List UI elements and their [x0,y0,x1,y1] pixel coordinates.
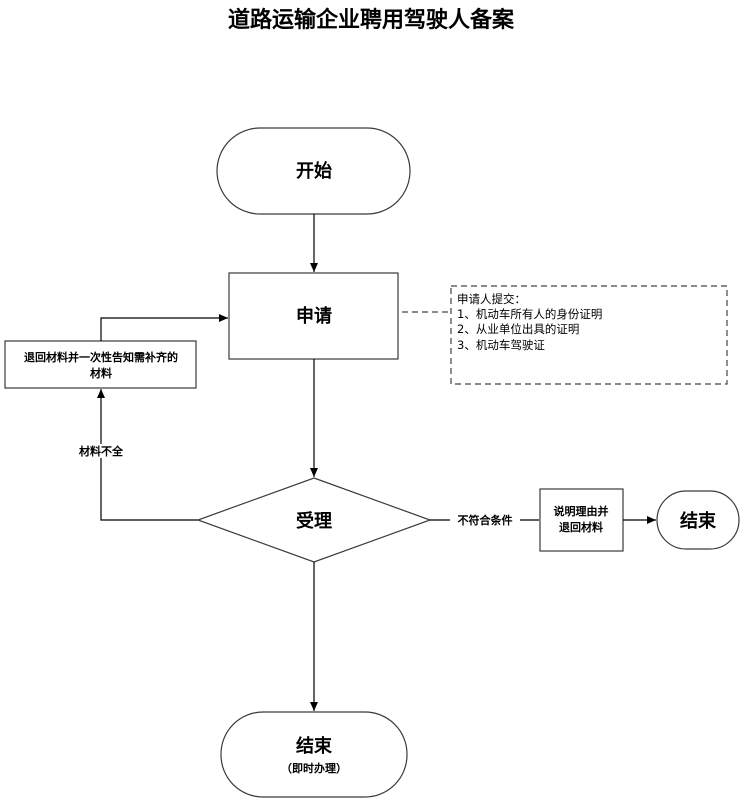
start-node: 开始 [216,127,411,215]
note-heading: 申请人提交： [457,292,526,306]
end-final-shape [220,711,408,798]
end-final-label: 结束 [296,735,333,757]
start-label: 开始 [296,160,332,182]
edge-accept-to-return [97,389,198,521]
explain-return-line1: 说明理由并 [554,504,609,518]
requirements-note: 申请人提交： 1、机动车所有人的身份证明 2、从业单位出具的证明 3、机动车驾驶… [450,285,728,385]
explain-return-node: 说明理由并 退回材料 [539,488,624,552]
note-item: 1、机动车所有人的身份证明 [457,307,602,321]
end-final-node: 结束 （即时办理） [220,711,408,798]
edge-label-incomplete: 材料不全 [79,444,124,458]
return-materials-line1: 退回材料并一次性告知需补齐的 [24,350,178,364]
end-reject-node: 结束 [656,490,740,550]
edge-label-bg [450,512,520,527]
edge-label-not-qualified: 不符合条件 [458,513,513,527]
edge-label-bg [76,444,128,458]
explain-return-line2: 退回材料 [559,520,603,534]
note-item: 3、机动车驾驶证 [457,338,545,352]
apply-node: 申请 [228,272,399,360]
note-item: 2、从业单位出具的证明 [457,322,579,336]
accept-node: 受理 [196,477,432,563]
edge-return-to-apply [100,314,228,341]
return-materials-shape [4,340,197,389]
end-final-sublabel: （即时办理） [281,761,347,775]
apply-label: 申请 [296,305,332,327]
return-materials-node: 退回材料并一次性告知需补齐的 材料 [4,340,197,389]
explain-return-shape [539,488,624,552]
end-reject-label: 结束 [680,510,717,532]
page-title: 道路运输企业聘用驾驶人备案 [228,7,515,33]
apply-shape [228,272,399,360]
note-box [450,285,728,385]
return-materials-line2: 材料 [90,366,112,380]
end-reject-shape [656,490,740,550]
accept-label: 受理 [296,510,332,532]
